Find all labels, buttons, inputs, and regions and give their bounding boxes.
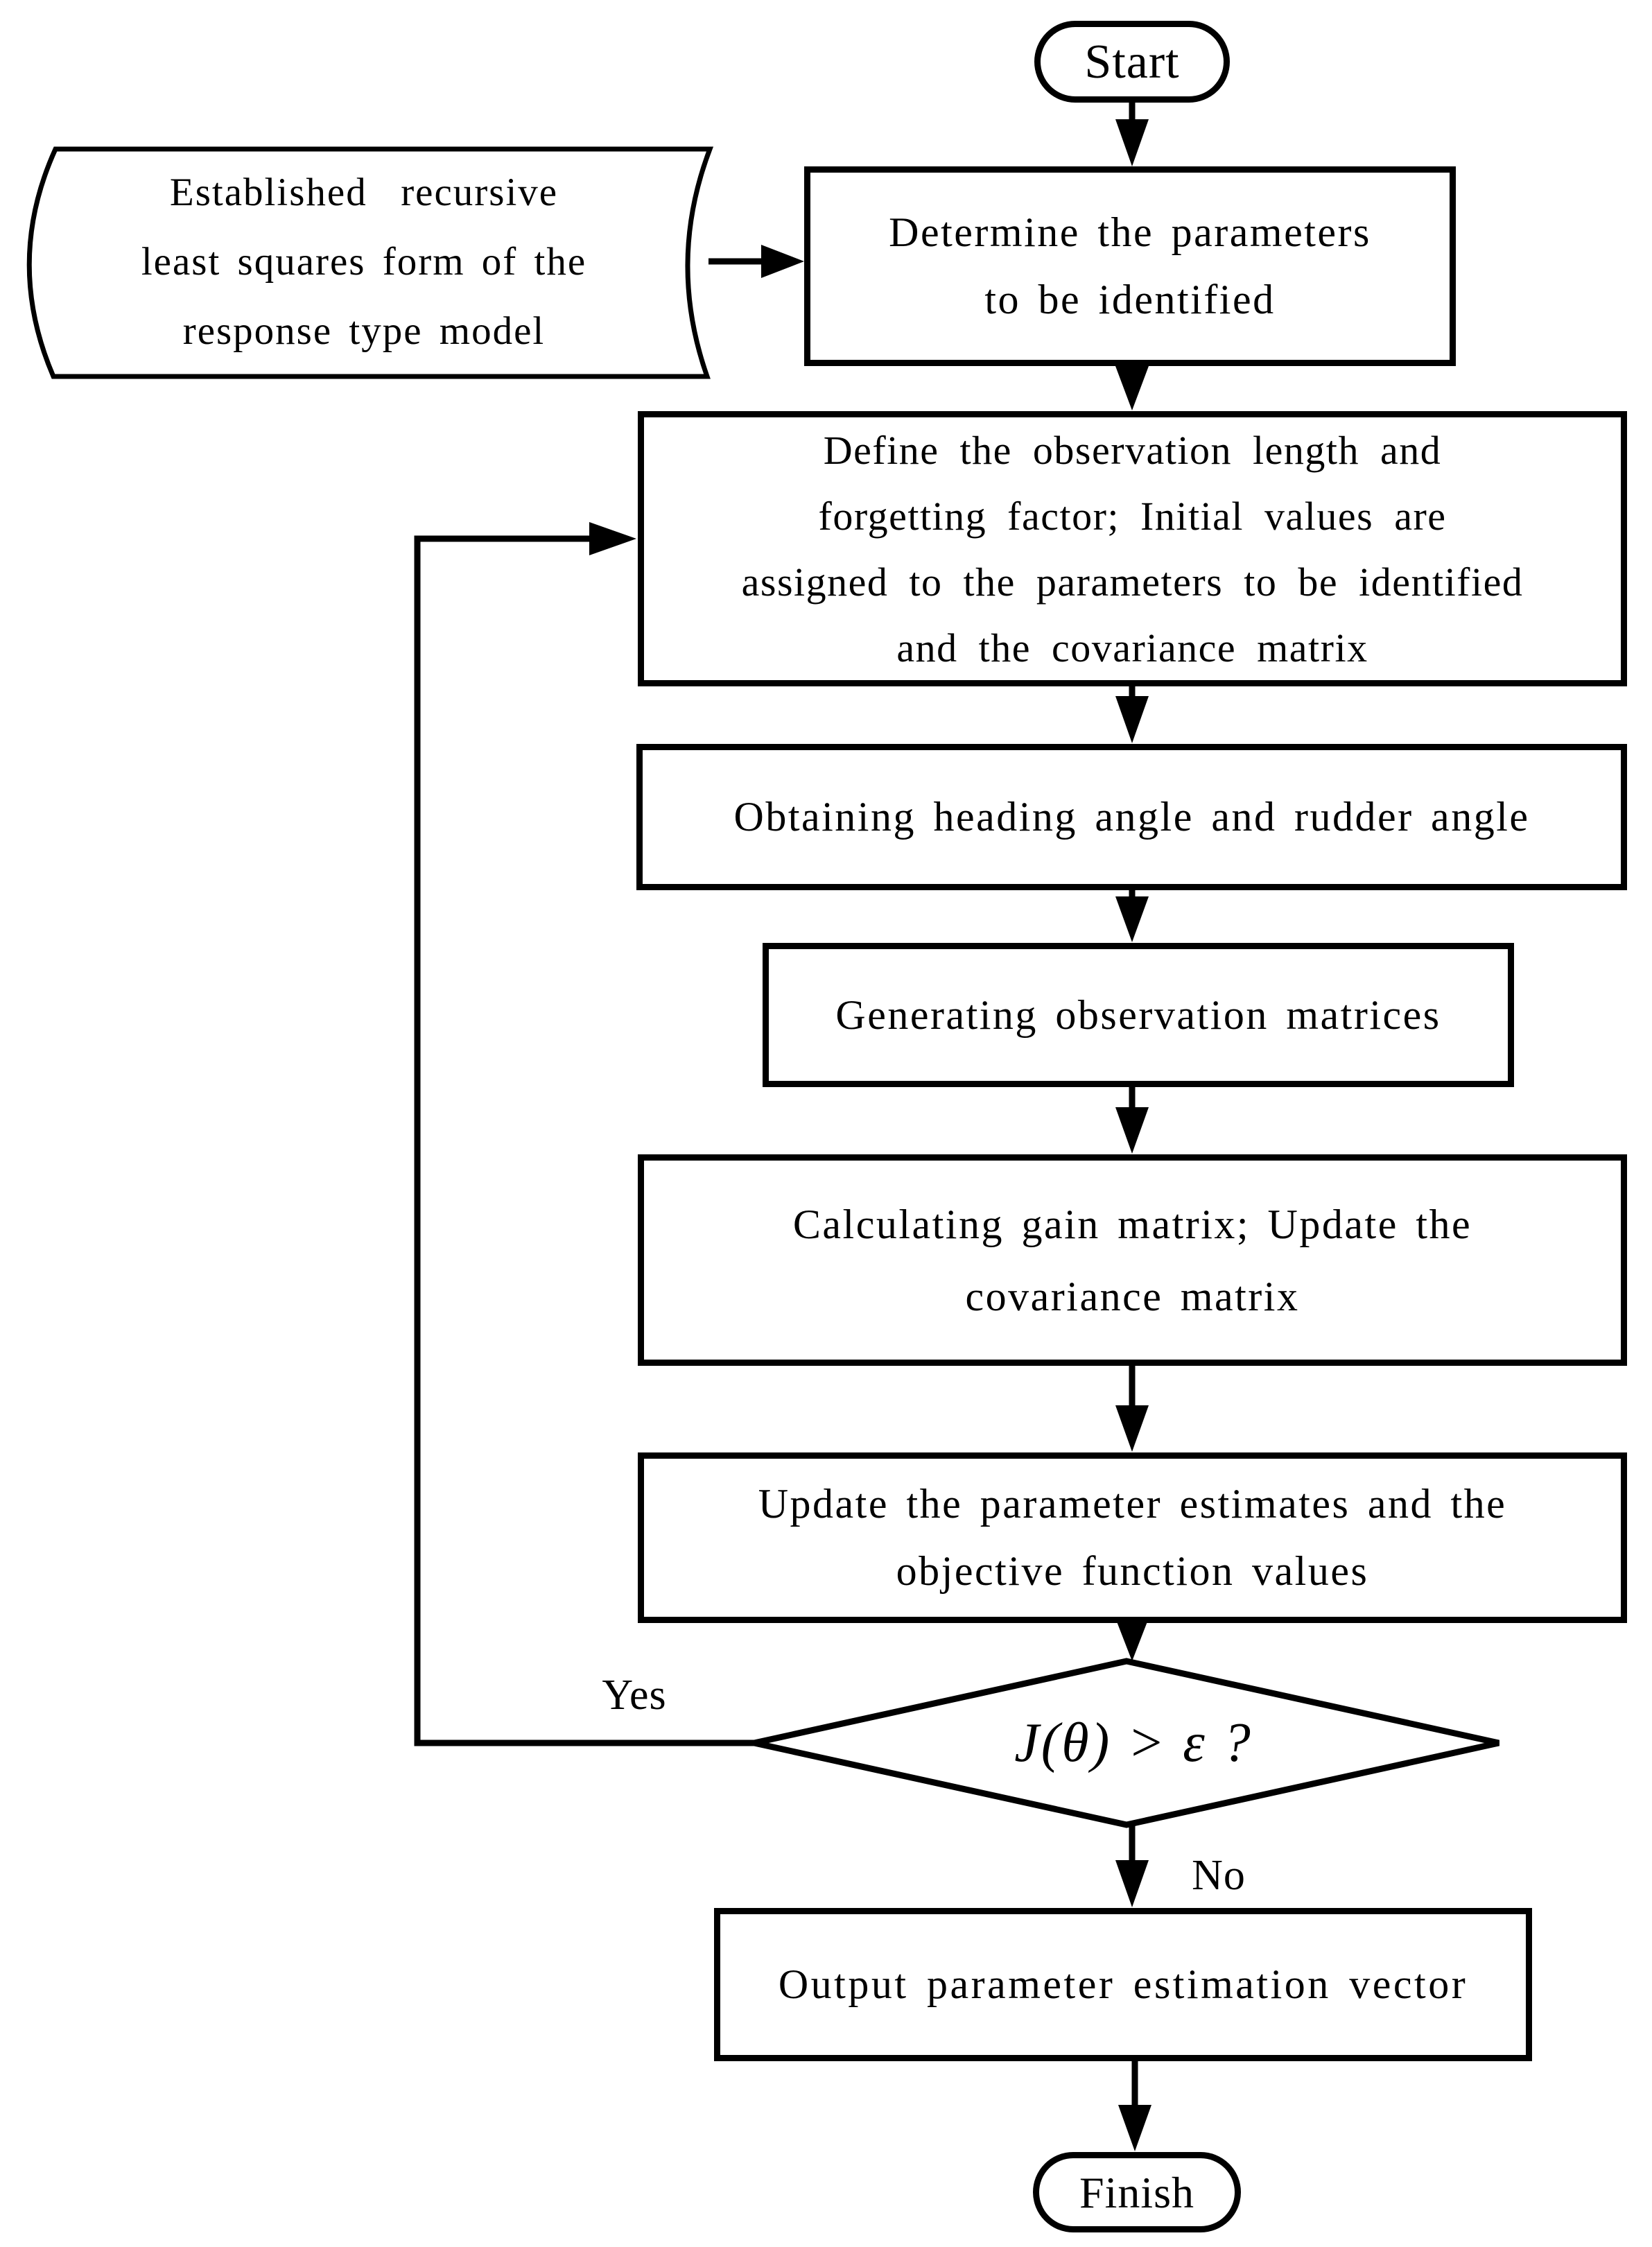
input-shape-label: Established recursive least squares form… [141,171,587,353]
define-node: Define the observation length and forget… [638,411,1627,686]
stored-data-shape [26,146,714,379]
determine-node: Determine the parameters to be identifie… [804,166,1456,366]
finish-label: Finish [1079,2167,1195,2217]
finish-node: Finish [1033,2152,1241,2232]
obtaining-node: Obtaining heading angle and rudder angle [636,744,1627,890]
decision-diamond-shape [754,1658,1499,1828]
update-node: Update the parameter estimates and the o… [638,1452,1627,1623]
decision-label: J(θ) > ε ? [1014,1712,1253,1773]
generating-node: Generating observation matrices [763,943,1514,1087]
arrowhead-calculating-update [1115,1405,1149,1452]
yes-loop-line [414,535,754,1746]
arrowhead-input-determine [761,245,804,278]
calculating-node: Calculating gain matrix; Update the cova… [638,1154,1627,1366]
arrowhead-determine-define [1115,366,1149,410]
output-node: Output parameter estimation vector [714,1908,1532,2061]
arrowhead-obtaining-generating [1115,896,1149,942]
start-node: Start [1034,21,1230,103]
arrowhead-update-decision [1115,1618,1149,1661]
no-label: No [1192,1851,1246,1899]
arrowhead-output-finish [1118,2105,1151,2151]
arrowhead-generating-calculating [1115,1107,1149,1154]
yes-label: Yes [602,1671,667,1719]
start-label: Start [1084,35,1180,89]
arrowhead-decision-output [1115,1860,1149,1907]
arrowhead-define-obtaining [1115,696,1149,743]
arrowhead-yes-define [589,522,636,555]
arrowhead-start-determine [1115,119,1149,166]
